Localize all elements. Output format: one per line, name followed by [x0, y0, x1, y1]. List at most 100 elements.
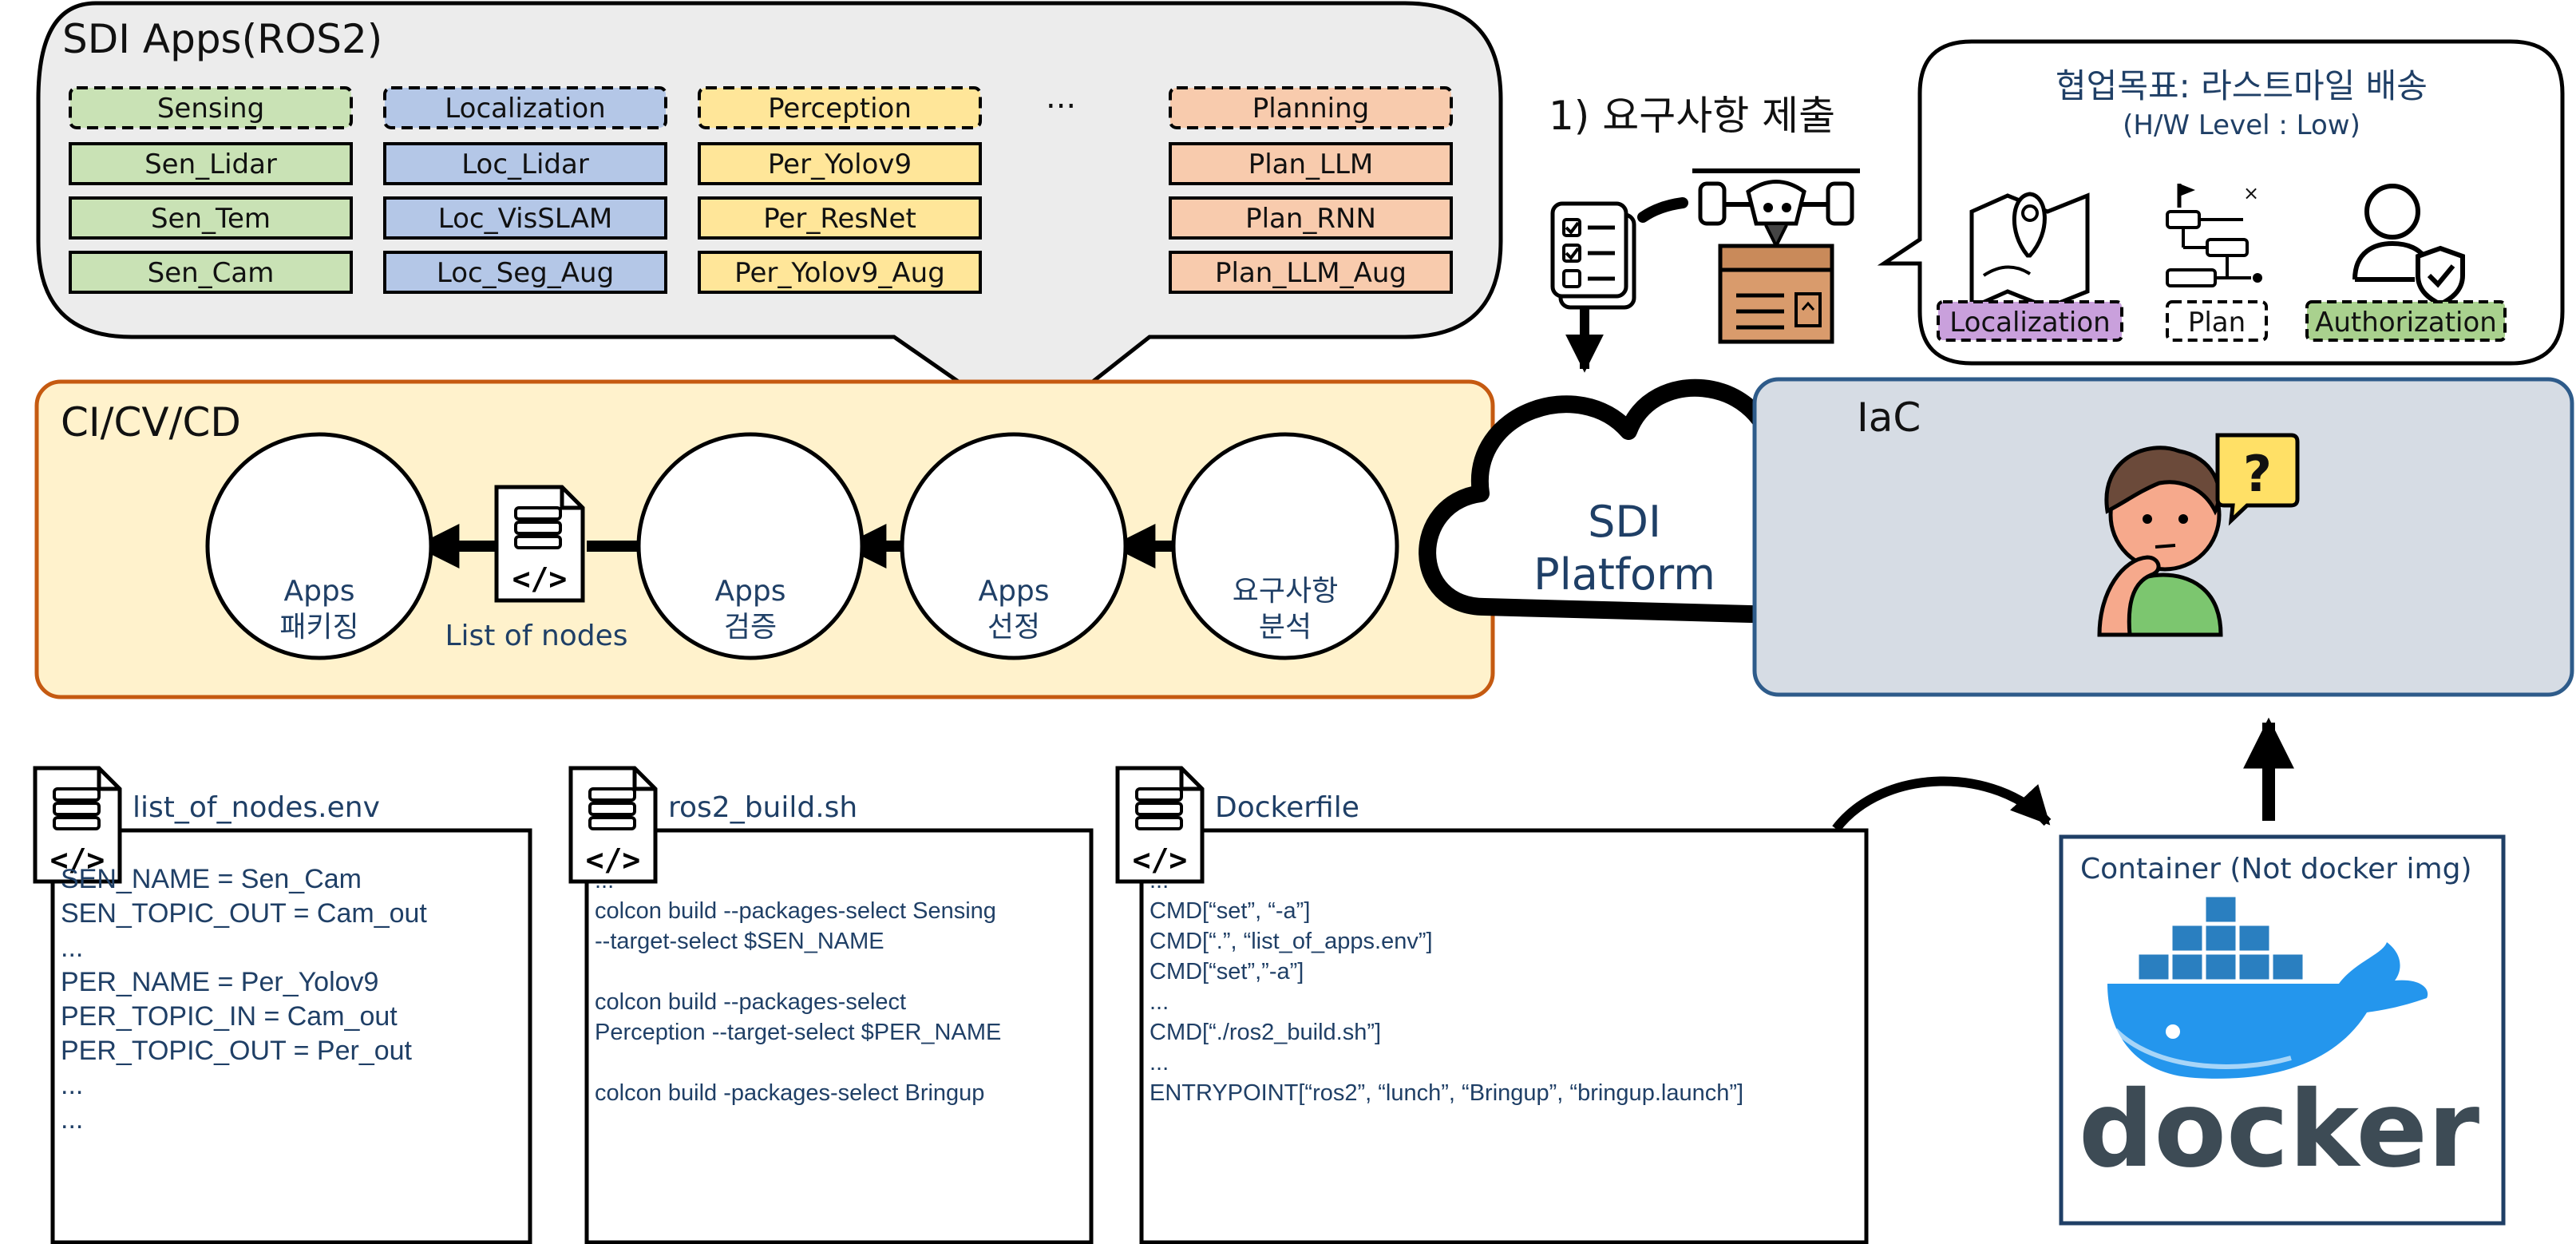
- docker-whale-icon: [2107, 894, 2428, 1079]
- code-line: CMD[“set”, “-a”]: [1150, 898, 1310, 924]
- app-item: Loc_Seg_Aug: [437, 257, 614, 289]
- code-line: PER_NAME = Per_Yolov9: [61, 967, 378, 997]
- code-line: ...: [1150, 868, 1169, 893]
- iac-title: IaC: [1857, 394, 1921, 441]
- code-line: colcon build --packages-select: [595, 989, 906, 1015]
- code-file-icon: </>: [33, 766, 122, 884]
- stage-packaging-line1: Apps: [283, 575, 354, 608]
- code-line: PER_TOPIC_OUT = Per_out: [61, 1036, 413, 1066]
- cicd-panel: CI/CV/CD Apps 패키징 Apps 검증 Apps 선정 요구사항 분…: [34, 379, 1495, 699]
- file-name: Dockerfile: [1215, 791, 1359, 824]
- code-line: ENTRYPOINT[“ros2”, “lunch”, “Bringup”, “…: [1150, 1080, 1743, 1106]
- stage-selection: Apps 선정: [900, 432, 1128, 660]
- code-line: SEN_TOPIC_OUT = Cam_out: [61, 898, 427, 929]
- code-line: CMD[“./ros2_build.sh”]: [1150, 1020, 1381, 1045]
- user-shield-icon: [2352, 184, 2465, 307]
- app-item: Sen_Lidar: [144, 149, 277, 180]
- code-line: SEN_NAME = Sen_Cam: [61, 864, 362, 894]
- stage-verification-line2: 검증: [724, 611, 777, 644]
- stage-verification: Apps 검증: [636, 432, 865, 660]
- code-line: Perception --target-select $PER_NAME: [595, 1020, 1001, 1045]
- code-line: ...: [1150, 989, 1169, 1015]
- code-line: ...: [595, 868, 614, 893]
- goal-tag-label: Plan: [2188, 307, 2246, 339]
- app-item: Sen_Tem: [151, 203, 271, 235]
- app-item: Plan_LLM_Aug: [1215, 257, 1407, 289]
- stage-requirement-analysis: 요구사항 분석: [1171, 432, 1399, 660]
- code-line: --target-select $SEN_NAME: [595, 929, 884, 954]
- goal-tag-localization: Localization: [1937, 300, 2123, 342]
- container-panel: Container (Not docker img) docker: [2059, 834, 2506, 1226]
- goal-tags: Localization Plan Authorization: [1937, 300, 2507, 342]
- code-line: ...: [1150, 1050, 1169, 1076]
- code-line: colcon build -packages-select Bringup: [595, 1080, 984, 1106]
- app-item: Plan_RNN: [1245, 203, 1376, 235]
- app-item: Per_Yolov9: [768, 149, 912, 180]
- stage-packaging-line2: 패키징: [279, 611, 358, 644]
- code-line: ...: [61, 933, 83, 963]
- checklist-connector: [1637, 197, 1688, 223]
- app-item: Per_Yolov9_Aug: [734, 257, 945, 289]
- goal-tag-authorization: Authorization: [2305, 300, 2507, 342]
- code-file-icon: </>: [568, 766, 658, 884]
- file-block-1: </>ros2_build.sh...colcon build --packag…: [568, 766, 1094, 1244]
- docker-logo-text: docker: [2079, 1068, 2479, 1191]
- app-item: Per_ResNet: [763, 203, 916, 235]
- request-label: 1) 요구사항 제출: [1549, 93, 1835, 139]
- code-line: CMD[“set”,”-a”]: [1150, 959, 1304, 985]
- stage-selection-line1: Apps: [978, 575, 1049, 608]
- code-line: ...: [61, 1070, 83, 1100]
- map-pin-icon: [1969, 192, 2090, 311]
- app-header: Localization: [445, 93, 605, 125]
- goal-tag-label: Localization: [1949, 307, 2110, 339]
- code-line: colcon build --packages-select Sensing: [595, 898, 996, 924]
- flowchart-icon: ×: [2166, 182, 2262, 287]
- iac-panel: IaC ?: [1752, 377, 2574, 697]
- stage-verification-line1: Apps: [714, 575, 785, 608]
- svg-text:</>: </>: [586, 842, 641, 878]
- app-item: Sen_Cam: [148, 257, 275, 289]
- svg-text:</>: </>: [1133, 842, 1188, 878]
- app-header: Perception: [768, 93, 912, 125]
- goal-title: 협업목표: 라스트마일 배송: [2056, 66, 2428, 105]
- goal-tag-plan: Plan: [2166, 300, 2268, 342]
- code-line: ...: [61, 1104, 83, 1135]
- app-column-perception: PerceptionPer_Yolov9Per_ResNetPer_Yolov9…: [698, 86, 982, 294]
- platform-line2: Platform: [1533, 549, 1715, 600]
- container-title: Container (Not docker img): [2080, 853, 2472, 885]
- svg-text:</>: </>: [50, 842, 105, 878]
- svg-text:×: ×: [2243, 182, 2259, 204]
- code-line: CMD[“.”, “list_of_apps.env”]: [1150, 929, 1433, 954]
- app-header: Sensing: [157, 93, 264, 125]
- platform-line1: SDI: [1588, 497, 1661, 547]
- goal-panel: 협업목표: 라스트마일 배송 (H/W Level : Low) ×: [1877, 39, 2565, 366]
- goal-tag-label: Authorization: [2315, 307, 2497, 339]
- cicd-title: CI/CV/CD: [61, 399, 241, 446]
- goal-subtitle: (H/W Level : Low): [2123, 109, 2360, 141]
- sdi-apps-panel: SDI Apps(ROS2) ... SensingSen_LidarSen_T…: [36, 1, 1503, 434]
- stage-packaging: Apps 패키징: [205, 432, 433, 660]
- dockerfile-to-container-arrow: [1832, 776, 2052, 832]
- stage-selection-line2: 선정: [987, 611, 1040, 644]
- code-document-icon: </>: [494, 485, 585, 603]
- file-block-2: </> Dockerfile... CMD[“set”, “-a”] CMD[“.”,…: [1115, 766, 1869, 1244]
- svg-text:</>: </>: [512, 561, 568, 596]
- app-item: Loc_Lidar: [461, 149, 589, 180]
- apps-ellipsis: ...: [1046, 79, 1076, 116]
- code-file-icon: </>: [1115, 766, 1205, 884]
- list-of-nodes-label: List of nodes: [445, 620, 627, 652]
- stage-analysis-line1: 요구사항: [1233, 575, 1338, 608]
- app-column-localization: LocalizationLoc_LidarLoc_VisSLAMLoc_Seg_…: [383, 86, 667, 294]
- code-line: PER_TOPIC_IN = Cam_out: [61, 1001, 398, 1032]
- sdi-apps-title: SDI Apps(ROS2): [62, 16, 382, 62]
- app-item: Plan_LLM: [1248, 149, 1374, 180]
- delivery-drone-icon: [1692, 168, 1860, 344]
- stage-analysis-line2: 분석: [1259, 611, 1312, 644]
- app-header: Planning: [1252, 93, 1369, 125]
